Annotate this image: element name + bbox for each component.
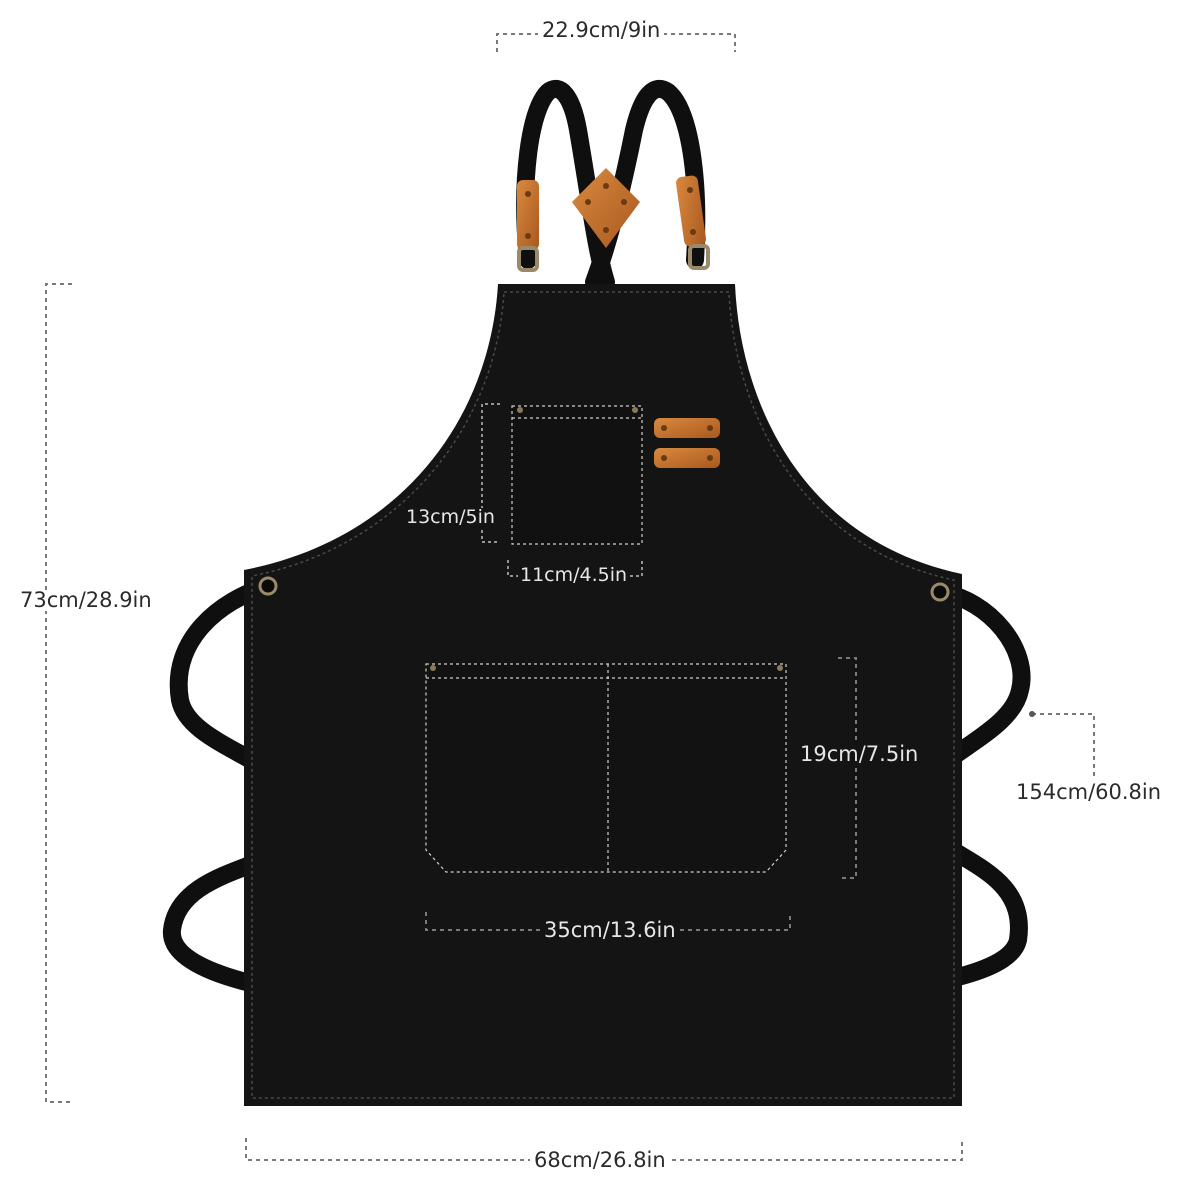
chest-pocket-height-label: 13cm/5in [404, 506, 497, 528]
front-pocket [425, 663, 787, 873]
chest-pocket [511, 405, 643, 545]
front-pocket-height-label: 19cm/7.5in [796, 744, 923, 765]
chest-pocket-width-label: 11cm/4.5in [518, 564, 630, 586]
total-height-label: 73cm/28.9in [16, 590, 156, 611]
apron-width-label: 68cm/26.8in [530, 1150, 670, 1171]
neck-width-label: 22.9cm/9in [538, 20, 665, 41]
strap-length-label: 154cm/60.8in [1012, 782, 1166, 803]
front-pocket-width-label: 35cm/13.6in [540, 920, 680, 941]
pocket-dimension-lines [481, 403, 643, 577]
cross-leather-patch [572, 168, 640, 248]
strap-leather-tabs [517, 168, 706, 250]
pen-loops [654, 418, 720, 468]
